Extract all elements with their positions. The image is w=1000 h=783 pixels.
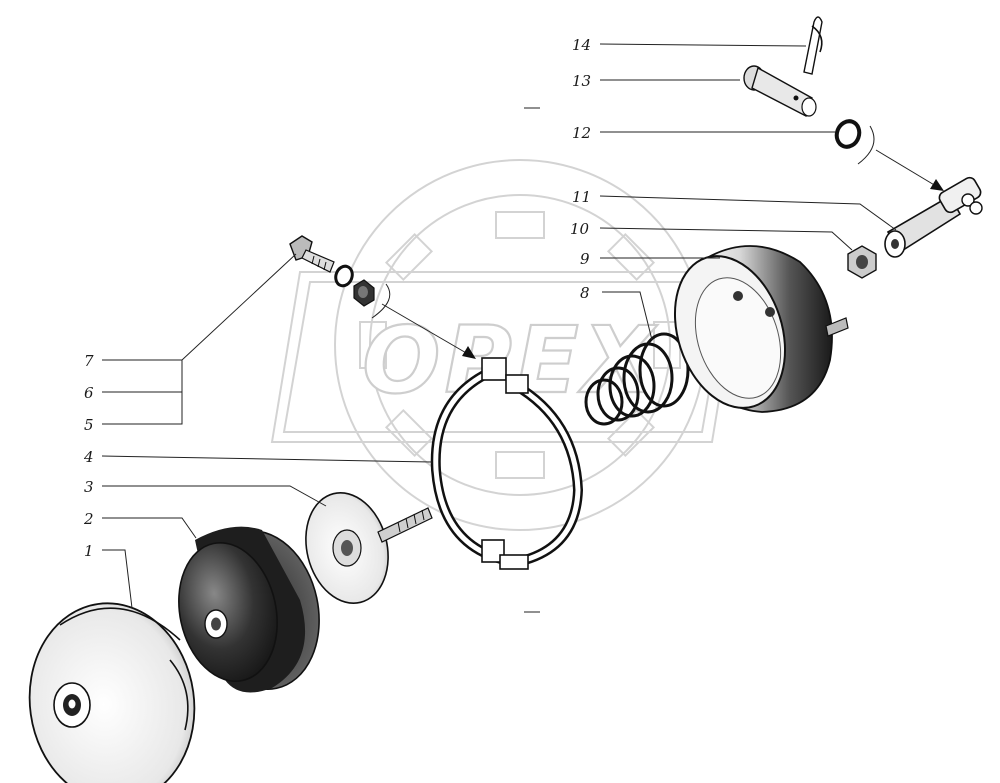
watermark-frame xyxy=(270,271,742,443)
part-7-bolt xyxy=(289,235,335,273)
leader-11 xyxy=(599,195,897,231)
callout-11: 11 xyxy=(572,188,591,206)
part-9-housing xyxy=(673,245,849,413)
callout-7: 7 xyxy=(84,352,94,370)
part-8-spring xyxy=(584,332,690,426)
callout-14: 14 xyxy=(572,36,591,54)
leader-3 xyxy=(102,485,327,507)
part-3-push-plate xyxy=(305,492,433,604)
leader-2 xyxy=(102,517,197,539)
callout-2: 2 xyxy=(83,510,94,528)
part-2-diaphragm xyxy=(178,526,320,693)
part-11-clevis xyxy=(884,176,983,258)
callout-1: 1 xyxy=(84,542,94,560)
watermark-text: OPEX xyxy=(362,307,657,414)
leader-10 xyxy=(599,227,853,251)
part-14-cotter-pin xyxy=(803,16,823,75)
callout-4: 4 xyxy=(83,448,94,466)
callout-13: 13 xyxy=(572,72,591,90)
watermark: OPEX xyxy=(270,159,742,531)
callout-9: 9 xyxy=(580,250,590,268)
leader-8 xyxy=(602,291,653,341)
assembly-arrow-left xyxy=(371,283,476,359)
part-5-nut xyxy=(353,279,375,307)
leader-1 xyxy=(102,549,133,609)
leader-lines xyxy=(101,43,897,609)
part-6-washer xyxy=(334,264,354,288)
part-10-nut xyxy=(847,245,877,279)
callout-10: 10 xyxy=(570,220,590,238)
leader-14 xyxy=(599,43,807,47)
callout-5: 5 xyxy=(84,416,94,434)
assembly-arrow-right xyxy=(930,179,944,191)
callout-12: 12 xyxy=(572,124,591,142)
part-12-washer xyxy=(834,119,944,191)
leader-4 xyxy=(101,455,433,463)
callout-labels: 1 2 3 4 5 6 7 8 9 10 11 12 13 14 xyxy=(83,36,591,560)
part-1-cover xyxy=(28,602,196,783)
callout-6: 6 xyxy=(84,384,94,402)
callout-8: 8 xyxy=(580,284,590,302)
part-4-clamp-band xyxy=(430,357,584,570)
part-13-pin xyxy=(743,65,817,117)
leader-7 xyxy=(102,253,297,361)
callout-3: 3 xyxy=(84,478,94,496)
leader-5 xyxy=(102,360,183,425)
